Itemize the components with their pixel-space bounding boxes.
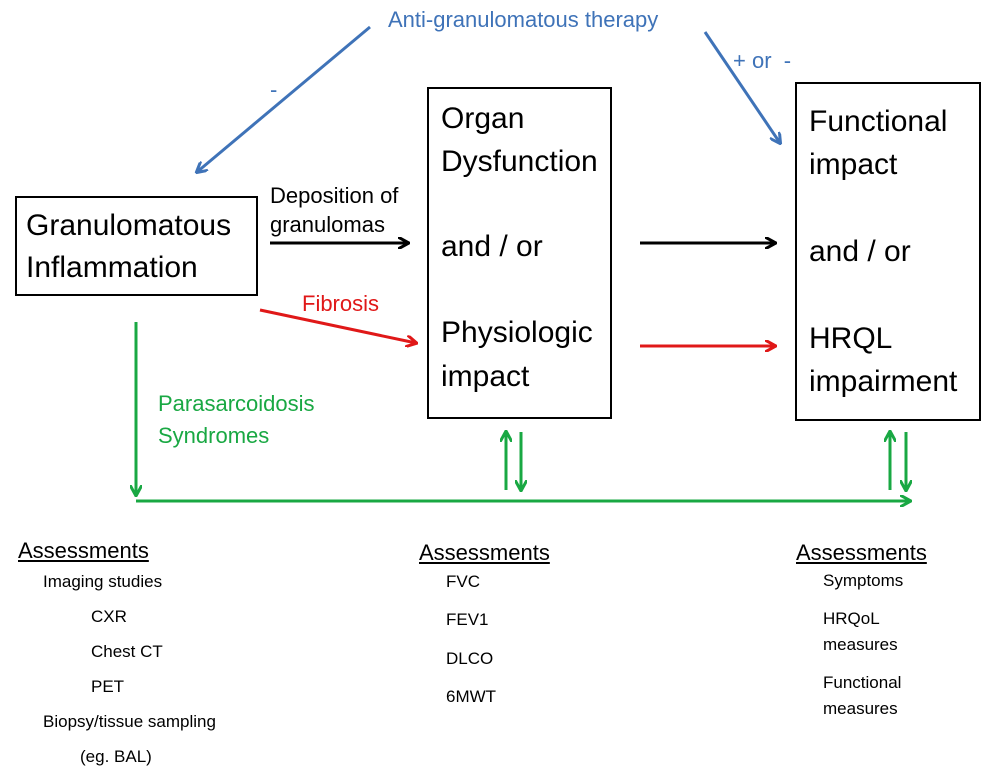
left-assessment-item: Chest CT xyxy=(91,642,163,661)
fibrosis-label: Fibrosis xyxy=(302,291,380,316)
therapy-label: Anti-granulomatous therapy xyxy=(388,7,659,32)
right-assessment-item: measures xyxy=(823,699,898,718)
therapy-plus-minus: + or - xyxy=(733,48,792,73)
organ-line-3: and / or xyxy=(441,230,543,263)
fibrosis-arrow xyxy=(259,308,416,343)
left-assessment-item: CXR xyxy=(91,607,127,626)
organ-line-1: Organ xyxy=(441,102,525,135)
deposition-label-2: granulomas xyxy=(270,212,385,237)
left-assessment-item: Biopsy/tissue sampling xyxy=(43,712,216,731)
parasarcoidosis-label-2: Syndromes xyxy=(158,423,270,448)
middle-assessment-item: 6MWT xyxy=(446,687,497,706)
right-assessment-item: measures xyxy=(823,635,898,654)
left-assessment-item: PET xyxy=(91,677,125,696)
granulomatous-line-2: Inflammation xyxy=(26,251,198,284)
functional-impact-box: Functional impact and / or HRQL impairme… xyxy=(795,82,981,421)
left-assessments-heading: Assessments xyxy=(18,538,149,563)
middle-assessments-heading: Assessments xyxy=(419,540,550,565)
granulomatous-line-1: Granulomatous xyxy=(26,209,232,242)
right-assessment-item: Functional xyxy=(823,673,902,692)
middle-assessment-item: FVC xyxy=(446,572,480,591)
therapy-minus-sign: - xyxy=(270,77,278,102)
organ-line-4: Physiologic xyxy=(441,316,593,349)
parasarcoidosis-label-1: Parasarcoidosis xyxy=(158,391,315,416)
granulomatous-inflammation-box: Granulomatous Inflammation xyxy=(15,196,258,296)
left-assessment-item: (eg. BAL) xyxy=(80,747,152,766)
functional-line-2: impact xyxy=(809,148,898,181)
functional-line-3: and / or xyxy=(809,235,911,268)
organ-line-2: Dysfunction xyxy=(441,145,598,178)
therapy-to-functional-arrow xyxy=(703,31,780,143)
right-assessment-item: HRQoL xyxy=(823,609,880,628)
organ-dysfunction-box: Organ Dysfunction and / or Physiologic i… xyxy=(427,87,612,419)
middle-assessment-item: DLCO xyxy=(446,649,494,668)
right-assessments-heading: Assessments xyxy=(796,540,927,565)
right-assessment-item: Symptoms xyxy=(823,571,904,590)
middle-assessment-item: FEV1 xyxy=(446,610,489,629)
organ-line-5: impact xyxy=(441,360,530,393)
deposition-label-1: Deposition of xyxy=(270,183,399,208)
functional-line-4: HRQL xyxy=(809,322,893,355)
functional-line-1: Functional xyxy=(809,105,948,138)
therapy-to-granulomatous-arrow xyxy=(197,25,371,172)
functional-line-5: impairment xyxy=(809,365,958,398)
left-assessment-item: Imaging studies xyxy=(43,572,163,591)
